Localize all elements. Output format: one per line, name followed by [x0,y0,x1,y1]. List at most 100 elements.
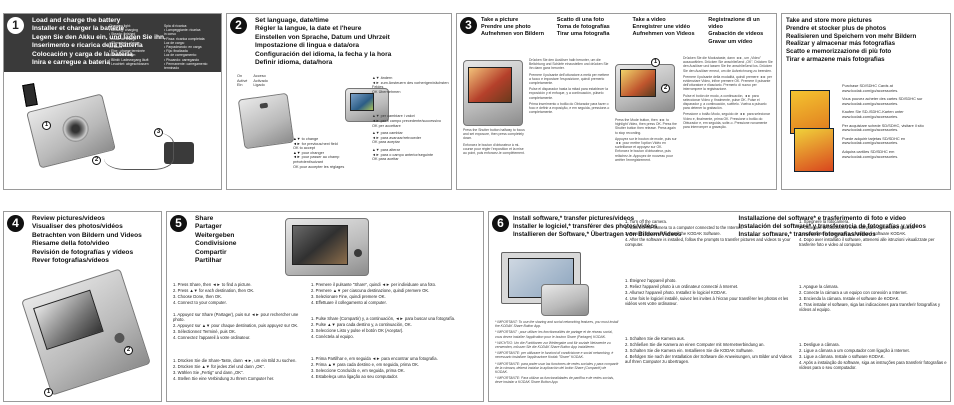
camera-share-illustration [285,218,369,276]
step-text: 2. Appuyez sur ▲▼ pour chaque destinatio… [173,323,299,329]
on-labels: On Activé Ein Acceso Activado Ligado [237,74,297,88]
sd-card-icon [794,128,834,172]
camera-top-illustration [237,92,295,150]
usb-cable [104,132,174,170]
instruction-text: Prima inserimento o botão do Obturador p… [529,101,610,115]
step-text: 3. Seleccione Listo y pulse el botón OK … [311,327,404,333]
step-text: 3. Accendere la fotocamera. Installare i… [799,230,907,236]
leftright-arrows-icon: ◄► [372,135,380,140]
share-steps-es: 1. Pulse Share (Compartir) y, a continua… [311,316,481,340]
camera-back-illustration [345,88,389,122]
status-text: • Fija: finalizada [164,49,188,54]
purchase-text: Purchase SD/SDHC Cards at www.kodak.com/… [842,83,899,93]
key-desc: ändern [380,76,393,80]
status-text: Spia di ricarica: [164,24,188,28]
title-line: Registrazione di un video [708,17,760,31]
callout-1: 1 [651,58,660,67]
title-line: Installieren der Software,* Übertragen v… [513,231,682,238]
title-line: Prendre et stocker plus de photos [786,24,887,32]
title-line: Toma de fotografías [556,24,610,31]
status-text: • Steady: finished [109,32,136,37]
key-desc: para aceptar [378,140,400,145]
purchase-text: Vous pouvez acheter des cartes SD/SDHC s… [842,96,923,106]
ok-key-label: OK [372,157,378,162]
status-text: • Parpadeando: en carga [164,45,202,50]
title-line: Revisión de fotografías y vídeos [32,248,134,256]
step-text: 2. Pulse ▲▼ para cada destino y, a conti… [311,321,412,327]
leftright-arrows-icon: ◄► [372,118,380,123]
status-text: • Blinking: charging [109,28,138,33]
callout-3: 3 [154,128,163,137]
title-line: Install software,* transfer pictures/vid… [513,215,635,222]
step-text: 1. Drücken Sie die Share-Taste, dann ◄►,… [173,358,297,363]
instruction-text: Enfoncez le bouton d'obturateur à mi-cou… [463,142,525,156]
battery-illustration [22,83,38,107]
instruction-text: Premere il pulsante dell'otturatore a me… [529,72,610,86]
step-text: 1. Desligue a câmara. [799,342,840,347]
step-text: 3. Wählen Sie „Fertig" und dann „OK". [173,369,244,375]
step-text: 1. Éteignez l'appareil photo. [625,278,677,283]
step-text: 3. Schalten Sie die Kamera ein. Installi… [625,347,754,353]
panel-header: Take and store more pictures Prendre et … [782,14,950,80]
step-text: 3. Allumez l'appareil photo. Installez l… [625,289,727,295]
title-line: Legen Sie den Akku ein, und laden Sie ih… [32,33,166,41]
title-line: Einstellen von Sprache, Datum und Uhrzei… [255,33,390,41]
step-text: 2. Conecte la cámara a un equipo con con… [799,289,908,295]
title-line: Instalación del software* y transferenci… [738,223,926,230]
ok-key-label: OK [372,89,378,94]
purchase-text: Kaufen Sie SD-/SDHC-Karten unter www.kod… [842,109,904,119]
key-desc: pour passer au champ précédent/suivant [293,155,340,164]
step-text: 4. Befolgen Sie nach der Installation de… [625,353,792,365]
instruction-text: Press the Shutter button halfway to focu… [463,128,525,141]
updown-arrows-icon: ▲▼ [372,76,380,80]
title-line: Partager [195,223,222,231]
step-text: 4. Effettuare il collegamento al compute… [311,299,387,305]
share-steps-de: 1. Drücken Sie die Share-Taste, dann ◄►,… [173,358,301,382]
title-line: Realisieren und Speichern von mehr Bilde… [786,32,917,40]
status-text: in corso [164,32,176,37]
footnote-text: * IMPORTANT: To use the sharing and soci… [495,320,619,329]
leftright-arrows-icon: ◄► [372,152,380,157]
step-text: 4. Dopo aver installato il software, att… [799,236,935,248]
title-line: Take and store more pictures [786,17,872,24]
step-text: 4. Stellen Sie eine Verbindung zu Ihrem … [173,375,275,381]
share-steps-fr: 1. Appuyez sur Share (Partager), puis su… [173,312,301,341]
panel-load-battery: 1 Load and charge the battery Installer … [3,13,222,190]
panel-header: 2 Set language, date/time Régler la lang… [227,14,451,72]
panel-take-picture-video: 3 Take a picture Prendre une photo Aufne… [456,13,777,190]
status-text: Akkuladeanzeige: [109,53,136,58]
key-desc: para aceitar [378,157,399,162]
key-desc: per il campo precedente/successivo [380,118,441,123]
title-line: Visualiser des photos/vidéos [32,223,123,231]
step-text: 1. Premere il pulsante "Share", quindi ◄… [311,282,437,287]
title-line: Scatto e memorizzazione di più foto [786,48,892,56]
ok-key-label: OK [293,164,299,169]
callout-1: 1 [42,121,51,130]
instruction-text: Pulse el botón de modo, a continuación, … [683,93,767,111]
key-desc: pour accepter les réglages [299,164,345,169]
sd-card-stack-illustration [788,88,838,182]
title-line: Grabación de videos [708,31,764,38]
panel-set-language: 2 Set language, date/time Régler la lang… [226,13,452,190]
camera-connect-illustration [541,284,589,316]
key-desc: zum Ansteuern des vorherigen/nächsten Fe… [372,80,449,90]
callout-1: 1 [44,388,53,397]
title-line: Installer le logiciel,* transférer des p… [513,223,658,230]
panel-install-software: 6 Install software,* transfer pictures/v… [488,211,951,402]
instruction-text: Premere il pulsante della modalità, quin… [683,74,773,92]
ok-key-label: OK [372,140,378,145]
key-desc: para o campo anterior/seguinte [380,152,434,157]
install-steps-pt: 1. Desligue a câmara. 2. Ligue a câmara … [799,342,947,371]
step-text: 4. Une fois le logiciel installé, suivez… [625,295,789,307]
instruction-text: Pressione o botão Modo, seguido de ◄► pa… [683,112,771,130]
install-steps-it: 1. Spegnere la fotocamera. 2. Collegare … [799,219,947,248]
title-line: Betrachten von Bildern und Videos [32,231,142,239]
title-line: Impostazione di lingua e data/ora [255,42,360,50]
review-button-icon [113,331,126,345]
footnote-text: * IMPORTANTE: Para utilizar as funcional… [495,376,614,385]
step-text: 3. Choose Done, then OK. [173,293,223,299]
status-text: • Piscando: carregando [164,57,200,62]
status-text: • Fixe : charge terminée [109,49,145,54]
instruction-text: Drücken Sie den Auslöser halb herunter, … [529,58,609,71]
instruction-text: Appuyez sur le bouton de mode, puis sur … [615,136,677,162]
